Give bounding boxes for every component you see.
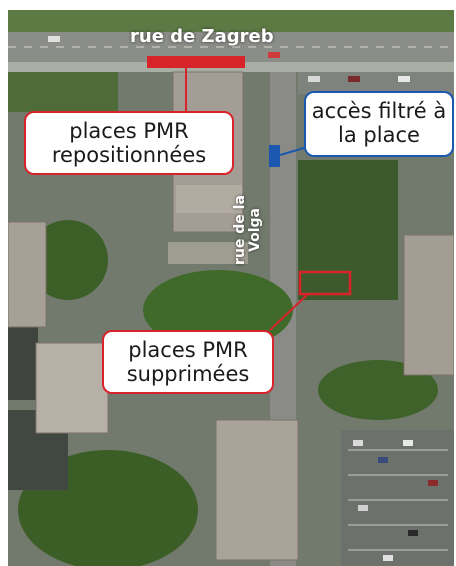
- callout-pmr-removed-text: places PMR supprimées: [126, 338, 250, 387]
- top-greenery: [8, 10, 454, 32]
- green-area: [8, 72, 118, 112]
- parked-cars: [48, 36, 438, 561]
- pmr-removed-leader: [269, 293, 309, 331]
- tree-cluster: [28, 220, 108, 300]
- street-label-zagreb: rue de Zagreb: [130, 26, 274, 47]
- callout-pmr-removed: places PMR supprimées: [102, 330, 274, 394]
- green-area: [298, 160, 398, 300]
- building-west: [8, 221, 47, 328]
- callout-pmr-repositioned-text: places PMR repositionnées: [51, 119, 207, 168]
- aerial-map[interactable]: rue de Zagreb rue de la Volga places PMR…: [8, 10, 454, 566]
- building-south: [215, 419, 299, 561]
- parking-lines: [348, 449, 448, 551]
- pmr-removed-marker[interactable]: [298, 270, 352, 296]
- filtered-access-marker[interactable]: [269, 145, 280, 167]
- callout-filtered-access-text: accès filtré à la place: [311, 99, 447, 148]
- pmr-repositioned-marker[interactable]: [147, 56, 245, 68]
- parking-top: [298, 72, 454, 94]
- building-southwest: [35, 342, 109, 434]
- callout-filtered-access: accès filtré à la place: [304, 91, 454, 157]
- parking-lot: [341, 430, 454, 566]
- street-label-volga: rue de la Volga: [232, 195, 263, 265]
- filtered-access-leader: [279, 147, 305, 156]
- building-roof-detail: [176, 185, 242, 213]
- building-east: [403, 234, 454, 376]
- courtyard: [168, 242, 248, 264]
- callout-pmr-repositioned: places PMR repositionnées: [24, 111, 234, 175]
